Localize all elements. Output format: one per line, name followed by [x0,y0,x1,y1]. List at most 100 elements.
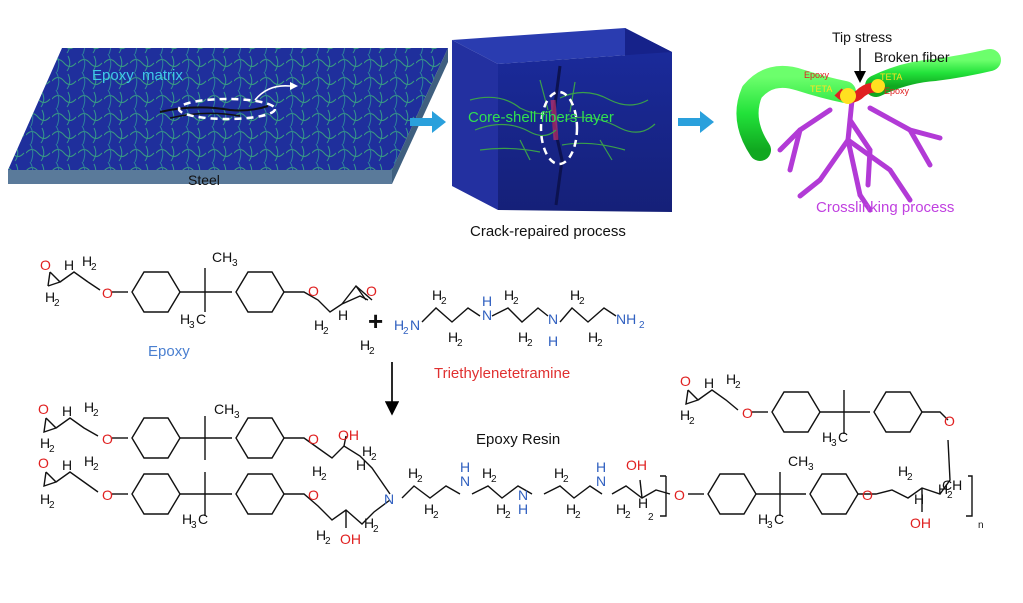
atom-label: O [308,431,319,447]
atom-label: 2 [513,296,519,307]
atom-label: NH [616,311,636,327]
atom-label: OH [626,457,647,473]
atom-label: CH [212,249,232,265]
atom-label: N [518,487,528,503]
atom-label: H [460,459,470,475]
atom-label: 2 [49,444,55,455]
atom-label: 2 [93,408,99,419]
atom-label: O [38,455,49,471]
atom-label: H [482,465,492,481]
atom-label: C [198,511,208,527]
atom-label: H [62,403,72,419]
epoxy-matrix-slab [8,48,448,184]
atom-label: H [518,329,528,345]
atom-label: 2 [575,510,581,521]
atom-label: H [84,399,94,415]
epoxy-matrix-label: Epoxy matrix [92,67,183,84]
atom-label: 2 [93,462,99,473]
teta-name-label: Triethylenetetramine [434,365,570,382]
atom-label: H [182,511,192,527]
atom-label: H [504,287,514,303]
steel-label: Steel [188,172,220,188]
crack-highlight-ellipse [177,97,277,121]
atom-label: OH [910,515,931,531]
atom-label: H [588,329,598,345]
zoom-arrow [254,84,291,101]
atom-label: C [838,429,848,445]
atom-label: H [548,333,558,349]
tip-stress-label: Tip stress [832,29,892,45]
atom-label: CH [942,477,962,493]
atom-label: H [424,501,434,517]
atom-label: 2 [639,320,645,331]
atom-label: 2 [579,296,585,307]
repair-zone-ellipse [539,90,579,166]
atom-label: 3 [234,410,240,421]
atom-label: 2 [625,510,631,521]
epoxy-resin-label: Epoxy Resin [476,431,560,448]
atom-label: H [482,293,492,309]
atom-label: O [944,413,955,429]
atom-label: H [40,491,50,507]
atom-label: H [45,289,55,305]
epoxy-monomer-structure [47,268,373,313]
atom-label: 2 [689,416,695,427]
atom-label: H [448,329,458,345]
atom-label: 2 [457,338,463,349]
teta-left-label: TETA [810,84,832,94]
atom-label: H [566,501,576,517]
atom-label: 2 [491,474,497,485]
crack-repaired-caption: Crack-repaired process [470,223,626,240]
atom-label: O [308,487,319,503]
atom-label: H [362,443,372,459]
atom-label: 2 [369,346,375,357]
atom-label: H [638,495,648,511]
atom-label: 2 [371,452,377,463]
atom-label: N [410,317,420,333]
atom-label: O [102,285,113,301]
crack-repair-cube [452,28,672,212]
atom-label: 3 [808,462,814,473]
atom-label: H [726,371,736,387]
atom-label: H [82,253,92,269]
atom-label: H [364,515,374,531]
core-shell-fibers [469,79,656,161]
teta-right-label: TETA [880,72,902,82]
atom-label: O [38,401,49,417]
atom-label: C [774,511,784,527]
atom-label: N [596,473,606,489]
atom-label: N [548,311,558,327]
atom-label: O [308,283,319,299]
atom-label: 2 [433,510,439,521]
atom-label: 2 [91,262,97,273]
atom-label: H [84,453,94,469]
atom-label: H [40,435,50,451]
atom-label: H [64,257,74,273]
process-arrow-2 [678,111,714,133]
epoxy-resin-structure [43,389,973,528]
atom-label: H [356,457,366,473]
atom-label: 2 [321,472,327,483]
atom-label: 2 [323,326,329,337]
atom-label: H [408,465,418,481]
atom-label: 2 [54,298,60,309]
atom-label: 2 [735,380,741,391]
atom-label: CH [214,401,234,417]
atom-label: N [482,307,492,323]
atom-label: O [674,487,685,503]
atom-label: H [680,407,690,423]
atom-label: 2 [527,338,533,349]
atom-label: O [366,283,377,299]
atom-label: 2 [49,500,55,511]
atom-label: H [822,429,832,445]
atom-label: N [384,491,394,507]
atom-label: H [758,511,768,527]
atom-label: H [570,287,580,303]
atom-label: n [978,520,984,531]
atom-label: 3 [191,520,197,531]
atom-label: C [196,311,206,327]
